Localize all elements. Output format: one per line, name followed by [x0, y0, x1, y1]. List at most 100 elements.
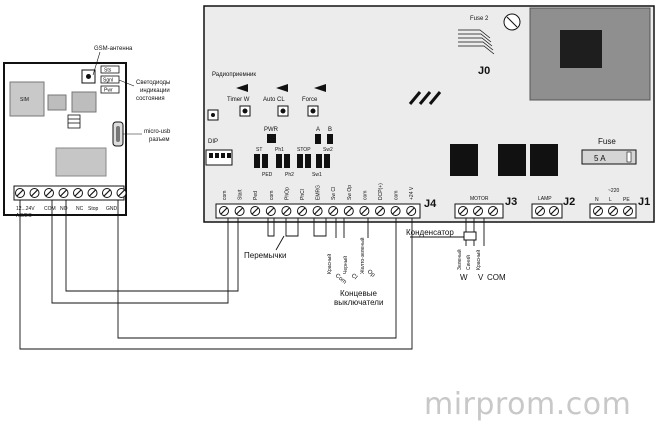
jumper-ped-label: PED [262, 172, 273, 178]
screw-slot [550, 207, 558, 215]
limit-switches-caption-2: выключатели [334, 298, 383, 307]
screw-slot [60, 189, 67, 197]
screw-slot [329, 207, 337, 215]
screw-slot [314, 207, 322, 215]
screw-slot [16, 189, 24, 197]
screw-slot [220, 207, 228, 215]
screw-slot [45, 189, 53, 197]
term-gnd: GND [106, 206, 118, 212]
sim-slot [9, 81, 45, 117]
controller-board: Fuse 2 J0 Радиоприемник Timer W Auto CL … [203, 5, 655, 223]
relay-3 [530, 144, 558, 176]
screw-slot [282, 207, 290, 215]
fuse-value: 5 A [594, 154, 606, 163]
status-leds: Sts Sgnl Pwr [100, 65, 120, 94]
capacitor [463, 231, 477, 241]
term-nc: NC [76, 206, 84, 212]
screw-slot [345, 207, 353, 215]
fuse-holder [581, 149, 637, 165]
fuse-label: Fuse [598, 137, 616, 146]
led-sgnl-label: Sgnl [103, 78, 113, 84]
limit-wire-red: Красный [326, 254, 333, 274]
screw-slot [360, 207, 368, 215]
screw-slot [407, 207, 415, 215]
term-com: COM [44, 206, 56, 212]
term-acdc: AC/DC [16, 213, 32, 219]
pin-header [67, 114, 81, 129]
screw-slot [609, 207, 617, 215]
gsm-module: SIM Sts Sgnl Pwr 12...24V COM NO NC [3, 46, 171, 219]
j2-label: J2 [563, 196, 575, 208]
screw-slot [594, 207, 602, 215]
pwr-led [267, 134, 276, 143]
led-caption-2: индикации [140, 88, 170, 94]
j4-terminal-label: Ped [253, 191, 259, 200]
limit-wire-black: Черный [342, 256, 349, 274]
j1-term-l: L [609, 197, 612, 203]
trimmer-arrows [236, 84, 326, 92]
j1-label: J1 [638, 196, 650, 208]
radio-label: Радиоприемник [212, 72, 256, 78]
relay-2 [498, 144, 526, 176]
j4-terminal-label: Start [238, 189, 244, 200]
j4-terminal-label: +24 V [409, 186, 415, 200]
chip-2 [71, 91, 97, 113]
gsm-terminal-labels: 12...24V COM NO NC Stop GND AC/DC [16, 206, 118, 219]
led-pwr-label: Pwr [104, 88, 113, 94]
label-a: A [316, 127, 320, 133]
gsm-antenna-caption: GSM-антенна [94, 46, 133, 52]
screw-slot [474, 207, 482, 215]
screw-slot [251, 207, 259, 215]
jumper-sw1-label: Sw1 [312, 172, 322, 178]
screw-slot [298, 207, 306, 215]
j1-caption: ~220 [608, 188, 619, 194]
motor-com-label: COM [487, 273, 506, 282]
j3-terminal-block [454, 203, 504, 219]
j4-terminal-label: com [269, 191, 275, 200]
screw-slot [392, 207, 400, 215]
j0-label: J0 [478, 65, 490, 77]
gsm-chip-large [55, 147, 107, 177]
motor-wire-colors: Зеленый Синий Красный [456, 249, 482, 270]
led-sts-label: Sts [104, 68, 112, 74]
sim-label: SIM [20, 97, 29, 103]
limit-term-cl: Cl [350, 273, 358, 281]
jumper-ph1-label: Ph1 [275, 147, 284, 153]
led-caption-1: Светодиоды [136, 80, 170, 86]
screw-slot [489, 207, 497, 215]
screw-slot [267, 207, 275, 215]
screw-slot [74, 189, 82, 197]
j0-connector [458, 29, 495, 55]
gsm-terminal-block [13, 185, 127, 201]
jumper-sw2-label: Sw2 [323, 147, 333, 153]
jumpers-caption: Перемычки [244, 251, 286, 260]
j4-terminal-label: PhOp [284, 187, 290, 200]
pwr-label: PWR [264, 127, 279, 133]
j4-terminal-label: Sw Op [347, 185, 353, 200]
chip-1 [47, 94, 67, 111]
wiring [19, 200, 485, 350]
jumper-st-label: ST [256, 147, 262, 153]
jumper-blocks[interactable] [254, 154, 330, 168]
jumper-ph2-label: Ph2 [285, 172, 294, 178]
radio-arrows [408, 91, 442, 105]
usb-caption-2: разъем [149, 137, 169, 143]
screw-slot [376, 207, 384, 215]
relay-1 [450, 144, 478, 176]
label-b: B [328, 127, 332, 133]
term-stop: Stop [88, 206, 99, 212]
j4-terminal-label: com [222, 191, 228, 200]
screw-slot [89, 189, 96, 197]
limit-wire-terms: Com Cl Op [334, 269, 376, 286]
led-b [327, 134, 333, 144]
dip-switch[interactable] [205, 149, 233, 166]
limit-wire-colors: Красный Черный Желто-зеленый [326, 237, 366, 274]
limit-term-op: Op [366, 269, 376, 279]
j4-terminal-label: EMRG [316, 185, 322, 200]
j4-label: J4 [424, 198, 437, 210]
j3-label: J3 [505, 196, 517, 208]
j2-terminal-block [531, 203, 563, 219]
motor-w-label: W [460, 273, 468, 282]
